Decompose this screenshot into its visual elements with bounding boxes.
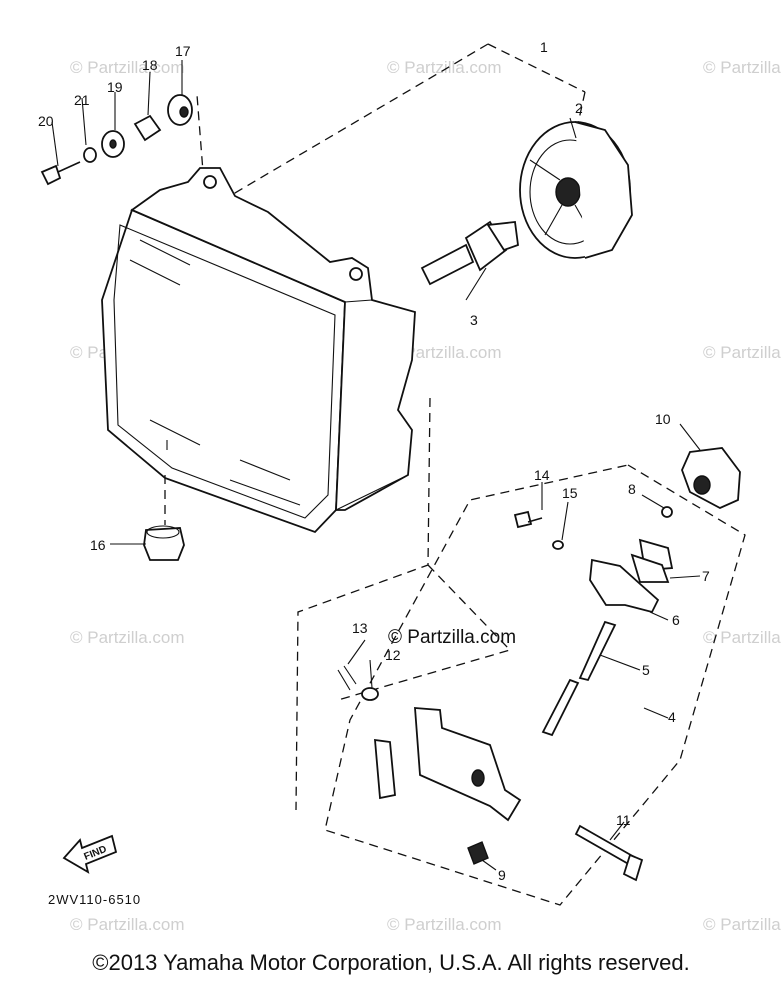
watermark-text: © Partzilla.com bbox=[70, 915, 185, 934]
adjuster-knob bbox=[679, 423, 741, 510]
bulb-cover bbox=[519, 121, 633, 259]
callout-14: 14 bbox=[534, 467, 550, 483]
watermark-text: © Partzilla.com bbox=[387, 343, 502, 362]
callout-2: 2 bbox=[575, 100, 583, 116]
watermark-text: © Partzilla.com bbox=[70, 58, 185, 77]
callout-18: 18 bbox=[142, 57, 158, 73]
callout-numbers: 1 2 3 4 5 6 7 8 9 10 11 12 13 14 15 16 1… bbox=[38, 39, 710, 883]
watermark-text: © Partzilla.com bbox=[703, 343, 782, 362]
watermark-text: © Partzilla.com bbox=[703, 915, 782, 934]
grommet-16 bbox=[110, 475, 185, 561]
watermark-main: © Partzilla.com bbox=[388, 627, 516, 648]
callout-10: 10 bbox=[655, 411, 671, 427]
watermark-text: © Partzilla.com bbox=[703, 628, 782, 647]
callout-16: 16 bbox=[90, 537, 106, 553]
headlight-housing bbox=[101, 167, 416, 534]
bulb bbox=[420, 220, 519, 301]
callout-13: 13 bbox=[352, 620, 368, 636]
copyright-notice: ©2013 Yamaha Motor Corporation, U.S.A. A… bbox=[92, 950, 690, 975]
leader-lines bbox=[347, 117, 701, 871]
callout-9: 9 bbox=[498, 867, 506, 883]
callout-21: 20 bbox=[38, 113, 54, 129]
callout-6: 6 bbox=[672, 612, 680, 628]
callout-17: 17 bbox=[175, 43, 191, 59]
diagram-code: 2WV110-6510 bbox=[48, 892, 141, 907]
watermark-text: © Partzilla.com bbox=[70, 628, 185, 647]
callout-5: 5 bbox=[642, 662, 650, 678]
watermark-text: © Partzilla.com bbox=[387, 915, 502, 934]
callout-15: 15 bbox=[562, 485, 578, 501]
callout-1: 1 bbox=[540, 39, 548, 55]
callout-20: 21 bbox=[74, 92, 90, 108]
callout-4: 4 bbox=[668, 709, 676, 725]
callout-19: 19 bbox=[107, 79, 123, 95]
callout-11: 11 bbox=[616, 812, 631, 828]
stay-assembly-parts bbox=[337, 506, 674, 882]
assembly-4-outline bbox=[324, 464, 746, 906]
callout-3: 3 bbox=[470, 312, 478, 328]
watermark-text: © Partzilla.com bbox=[703, 58, 782, 77]
callout-7: 7 bbox=[702, 568, 710, 584]
find-arrow-icon: FIND bbox=[62, 834, 118, 874]
mount-hardware-upper bbox=[40, 60, 193, 186]
watermark-text: © Partzilla.com bbox=[387, 58, 502, 77]
callout-8: 8 bbox=[628, 481, 636, 497]
callout-12: 12 bbox=[385, 647, 401, 663]
